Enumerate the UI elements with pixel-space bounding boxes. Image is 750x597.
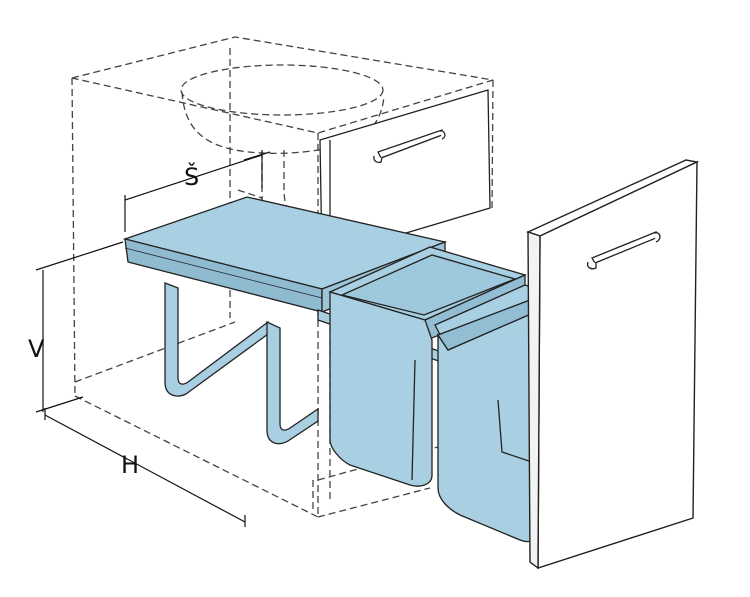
dimension-depth — [44, 408, 246, 527]
top-drawer-front — [319, 89, 491, 259]
front-door-panel — [526, 159, 700, 570]
waste-bin-right — [434, 284, 542, 543]
door-handle-icon — [586, 231, 661, 270]
top-drawer-handle-icon — [373, 129, 446, 163]
width-label: Š — [184, 161, 199, 191]
depth-label: H — [121, 451, 139, 479]
dimension-height — [35, 241, 124, 413]
frame-legs — [164, 282, 319, 445]
height-label: V — [28, 335, 45, 363]
dimension-width — [124, 150, 271, 232]
